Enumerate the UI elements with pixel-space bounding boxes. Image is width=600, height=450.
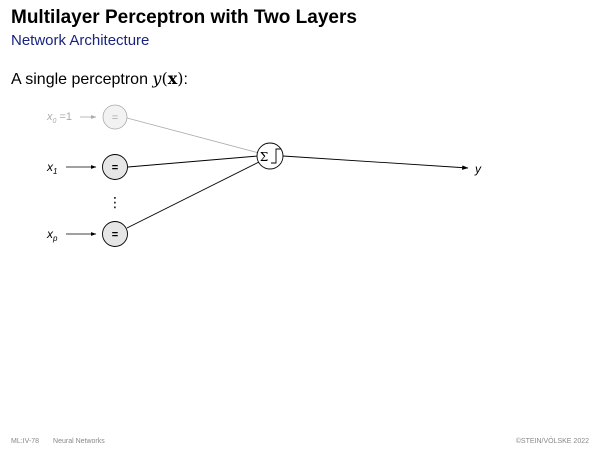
input-node-x1-symbol: = <box>112 162 118 174</box>
input-label-xp: xp <box>46 227 58 243</box>
intro-text: A single perceptron y(x): <box>11 69 188 89</box>
edge-xp-to-sum <box>126 160 262 229</box>
sum-node-sigma: Σ <box>260 150 268 164</box>
output-label-y: y <box>474 162 482 176</box>
perceptron-formula: y(x) <box>152 69 184 88</box>
input-node-xp-symbol: = <box>112 229 118 241</box>
edge-sum-to-output <box>282 155 469 170</box>
footer-copyright: ©STEIN/VÖLSKE 2022 <box>515 438 589 445</box>
input-ellipsis: ⋮ <box>108 195 122 211</box>
footer-left: ML:IV-78 Neural Networks <box>11 438 105 445</box>
input-label-x1: x1 <box>46 160 57 176</box>
footer-slide-id: ML:IV-78 <box>11 438 40 445</box>
step-function-icon <box>271 148 281 164</box>
intro-label: A single perceptron <box>11 71 153 88</box>
input-node-xp <box>102 221 128 247</box>
slide-title: Multilayer Perceptron with Two Layers <box>11 7 357 28</box>
footer-topic: Neural Networks <box>53 438 105 445</box>
edge-x0-to-sum <box>126 117 260 154</box>
input-node-x1 <box>102 154 128 180</box>
slide-subtitle: Network Architecture <box>11 32 150 49</box>
edge-x1-to-sum <box>127 155 259 168</box>
intro-colon: : <box>183 71 188 88</box>
input-label-x0: x0 =1 <box>46 111 72 125</box>
sum-node <box>256 142 284 170</box>
input-node-x0-symbol: = <box>112 112 118 124</box>
input-node-x0 <box>102 104 128 130</box>
